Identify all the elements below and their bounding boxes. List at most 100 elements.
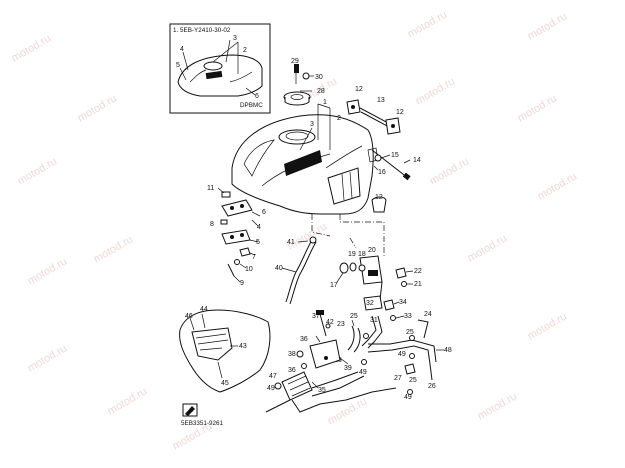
callout-2-main: 2 <box>337 115 341 122</box>
gasket-18 <box>358 264 366 272</box>
clip-47 <box>274 382 282 390</box>
inset-part-label: 1. 5EB-Y2410-30-02 <box>173 27 231 34</box>
callout-36b: 36 <box>288 367 296 374</box>
callout-49d: 49 <box>267 385 275 392</box>
assembly-guide-lines <box>311 214 385 258</box>
callout-25a: 25 <box>350 313 358 320</box>
watermark: motod.ru <box>16 155 60 187</box>
callout-11: 11 <box>207 185 214 192</box>
callout-18: 18 <box>358 251 366 258</box>
fuel-pump-ribs <box>287 375 311 397</box>
leader-10 <box>239 263 247 269</box>
callout-12a: 12 <box>355 86 363 93</box>
clip-34 <box>383 299 395 311</box>
leader-1-bar <box>317 103 331 109</box>
hose-23-edge <box>353 327 361 353</box>
watermark: motod.ru <box>428 155 472 187</box>
callout-12c: 12 <box>375 194 383 201</box>
guide-line <box>339 214 385 258</box>
rear-mount-collar-2 <box>360 111 392 129</box>
front-arrow-icon <box>185 406 195 416</box>
filler-cap-hole <box>290 94 304 100</box>
fuel-cock-parts: 41 40 17 19 18 20 22 21 32 34 33 <box>275 236 422 321</box>
fuel-cock-lever <box>368 270 378 276</box>
leader-14 <box>403 159 411 164</box>
leader-9 <box>233 275 241 283</box>
inset-leader-2 <box>212 41 239 63</box>
damper-hole-2 <box>391 124 395 128</box>
callout-28: 28 <box>317 88 325 95</box>
watermark: motod.ru <box>26 342 70 374</box>
pump-inlet-hose-edge <box>311 375 365 397</box>
watermark: motod.ru <box>406 8 450 40</box>
watermark: motod.ru <box>326 395 370 427</box>
bracket-hole <box>240 204 244 208</box>
washer-36 <box>301 363 307 369</box>
leader-45 <box>217 361 223 379</box>
callout-31: 31 <box>370 317 378 324</box>
damper-7 <box>239 247 251 257</box>
hose-31-edge <box>367 315 383 349</box>
callout-32: 32 <box>366 300 374 307</box>
watermark: motod.ru <box>76 92 120 124</box>
filler-cap-parts: 29 30 28 <box>283 58 325 106</box>
hose-clip-41 <box>309 236 317 244</box>
inset-filler-cap <box>203 61 223 71</box>
watermark: motod.ru <box>92 233 136 265</box>
bolt-11 <box>221 191 231 198</box>
collar-10 <box>234 259 240 265</box>
callout-2: 2 <box>243 47 247 54</box>
cap-washer <box>302 72 310 80</box>
callout-6: 6 <box>255 93 259 100</box>
tank-bracket-12 <box>371 196 387 213</box>
leader-4 <box>251 219 259 227</box>
callout-10: 10 <box>245 266 253 273</box>
callout-49c: 49 <box>359 369 367 376</box>
watermark: motod.ru <box>414 75 458 107</box>
callout-25b: 25 <box>406 329 414 336</box>
leader-17 <box>336 272 344 283</box>
callout-4: 4 <box>257 224 261 231</box>
watermark: motod.ru <box>536 170 580 202</box>
strainer-19 <box>349 262 357 272</box>
callout-41: 41 <box>287 239 295 246</box>
callout-3: 3 <box>233 35 237 42</box>
callout-49b: 49 <box>404 394 412 401</box>
guide-line <box>311 214 331 237</box>
leader-7 <box>249 252 256 256</box>
callout-1: 1 <box>323 99 327 106</box>
filler-cap-ring-body <box>284 97 310 106</box>
callout-44: 44 <box>200 306 208 313</box>
inset-code-label: DPBMC <box>240 102 263 109</box>
leader-3 <box>299 127 313 151</box>
joint-32 <box>363 295 383 311</box>
leader-22 <box>405 270 414 273</box>
clip-25 <box>363 333 369 339</box>
leader-35 <box>311 381 319 389</box>
fuel-tank-assembly: 1 2 3 <box>231 99 379 215</box>
inset-leader-3 <box>225 39 231 63</box>
callout-8: 8 <box>210 221 214 228</box>
callout-49a: 49 <box>398 351 406 358</box>
leader-6 <box>251 211 261 217</box>
callout-7: 7 <box>252 254 256 261</box>
callout-27: 27 <box>394 375 402 382</box>
pump-outlet-hose <box>265 399 291 413</box>
hose-26 <box>429 363 433 381</box>
watermark: motod.ru <box>526 10 570 42</box>
leader-40 <box>281 267 297 273</box>
leader-36a <box>315 335 321 343</box>
leader-39 <box>339 357 349 365</box>
fuel-pump-hose-parts: 31 23 25 48 24 25 49 27 25 26 49 49 25 3… <box>265 310 452 413</box>
watermark: motod.ru <box>516 92 560 124</box>
inset-panel: 1. 5EB-Y2410-30-02 DPBMC 3 2 4 5 6 <box>169 23 271 114</box>
callout-34: 34 <box>399 299 407 306</box>
callout-25c: 25 <box>409 377 417 384</box>
pump-inlet-hose <box>311 371 359 389</box>
callout-43: 43 <box>239 343 247 350</box>
diagram-footer: 5EB3351-9261 <box>181 403 224 427</box>
callout-12b: 12 <box>396 109 404 116</box>
side-cover-panel-44 <box>191 327 233 361</box>
bracket-5 <box>221 229 251 245</box>
callout-21: 21 <box>414 281 422 288</box>
